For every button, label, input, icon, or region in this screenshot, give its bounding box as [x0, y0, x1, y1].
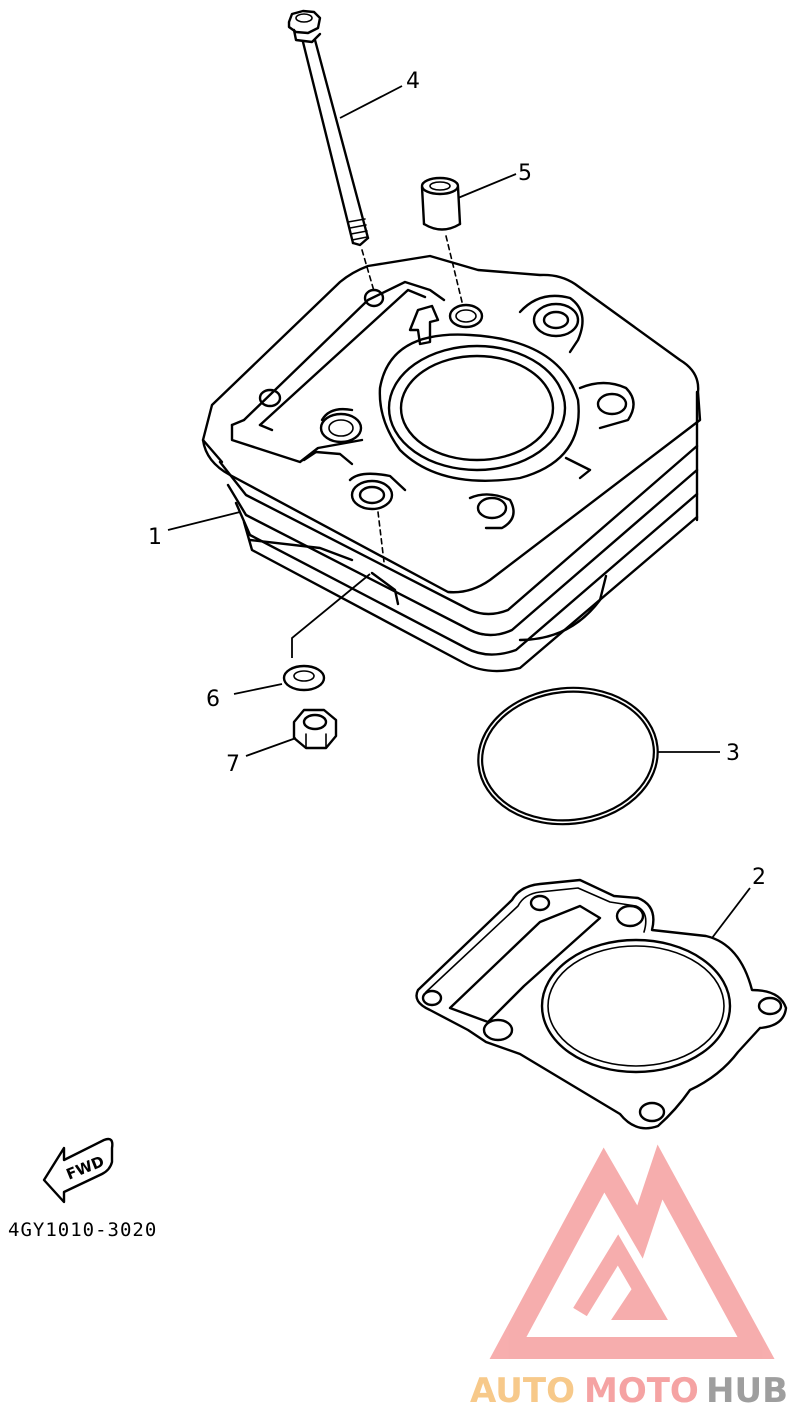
callout-7: 7: [226, 752, 240, 777]
watermark-moto: MOTO: [584, 1371, 699, 1411]
leader-lines: [167, 85, 751, 939]
callout-1: 1: [148, 525, 162, 550]
fwd-arrow-icon: FWD: [42, 1137, 114, 1204]
callout-3: 3: [726, 741, 740, 766]
callout-6: 6: [206, 687, 220, 712]
part-6-washer: [282, 664, 326, 692]
part-2-cylinder-gasket: [415, 878, 788, 1130]
part-3-o-ring: [477, 686, 659, 826]
part-5-dowel-pin: [420, 176, 463, 303]
callout-2: 2: [752, 865, 766, 890]
part-4-stud-bolt: [287, 9, 375, 292]
part-7-nut: [292, 708, 338, 750]
diagram-part-code: 4GY1010-3020: [8, 1219, 157, 1241]
part-1-cylinder: [201, 254, 702, 673]
callout-5: 5: [518, 161, 532, 186]
callout-4: 4: [406, 69, 420, 94]
watermark-logo: [489, 1144, 775, 1359]
watermark-auto: AUTO: [470, 1371, 575, 1411]
watermark-hub: HUB: [706, 1371, 788, 1411]
